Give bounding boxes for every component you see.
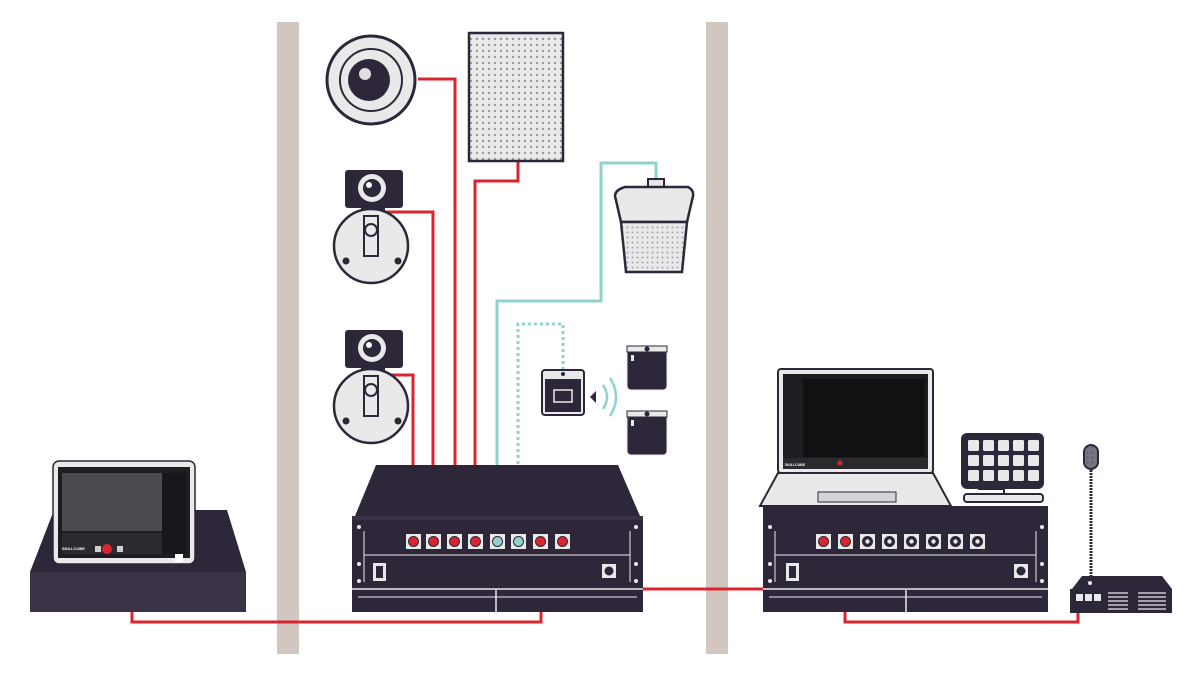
port — [511, 534, 526, 549]
wireless-receiver-icon — [541, 369, 585, 416]
pad-key — [983, 455, 994, 466]
gooseneck-microphone-icon — [1083, 444, 1099, 576]
wall-right — [706, 22, 728, 654]
port — [860, 534, 875, 549]
record-button-icon — [837, 460, 843, 466]
port — [926, 534, 941, 549]
intercom-base-icon — [1070, 576, 1172, 613]
pad-key — [1028, 455, 1039, 466]
pad-key — [968, 455, 979, 466]
dome-camera-icon — [325, 34, 417, 126]
pad-key — [1028, 440, 1039, 451]
wall-left — [277, 22, 299, 654]
port — [555, 534, 570, 549]
power-switch-icon — [786, 563, 799, 581]
port — [533, 534, 548, 549]
tablet-logo: SKILLCUBE — [62, 546, 85, 551]
port — [447, 534, 462, 549]
speaker-icon — [467, 31, 565, 163]
record-button-icon — [102, 544, 112, 554]
rack-unit-secondary — [763, 506, 1048, 612]
tablet-icon: SKILLCUBE — [52, 460, 196, 565]
laptop-icon: SKILLCUBE — [758, 368, 953, 507]
port — [816, 534, 831, 549]
power-switch-icon — [373, 563, 386, 581]
io-port — [1014, 564, 1028, 578]
cable-speaker — [473, 162, 520, 541]
port — [948, 534, 963, 549]
tablet-station: SKILLCUBE — [30, 460, 246, 612]
tablet-stand-front — [30, 572, 246, 612]
pad-key — [1013, 455, 1024, 466]
pad-key — [998, 470, 1009, 481]
port — [970, 534, 985, 549]
pad-key — [998, 455, 1009, 466]
port — [426, 534, 441, 549]
pad-key — [983, 440, 994, 451]
cable-wall-camera-1 — [385, 210, 435, 541]
pad-key — [968, 440, 979, 451]
wireless-microphone-icon — [626, 410, 668, 456]
cable-wireless-receiver — [516, 322, 565, 541]
pad-key — [998, 440, 1009, 451]
wall-camera-icon — [332, 330, 410, 445]
ceiling-microphone-icon — [613, 178, 695, 274]
laptop-logo: SKILLCUBE — [785, 463, 806, 467]
pad-key — [1013, 470, 1024, 481]
port — [838, 534, 853, 549]
pad-key — [1013, 440, 1024, 451]
port — [468, 534, 483, 549]
port — [490, 534, 505, 549]
pad-key — [968, 470, 979, 481]
button-pad-icon — [961, 433, 1044, 503]
port — [406, 534, 421, 549]
port-row — [406, 534, 570, 549]
io-port — [602, 564, 616, 578]
wall-camera-icon — [332, 170, 410, 285]
rack-unit-main — [352, 465, 643, 612]
port — [904, 534, 919, 549]
pad-key — [1028, 470, 1039, 481]
port — [882, 534, 897, 549]
cable-dome-camera — [418, 77, 457, 541]
pad-key — [983, 470, 994, 481]
cable-ceiling-mic — [495, 161, 658, 541]
wireless-signal-icon — [590, 377, 618, 417]
port-row — [816, 534, 985, 549]
wireless-microphone-icon — [626, 345, 668, 391]
